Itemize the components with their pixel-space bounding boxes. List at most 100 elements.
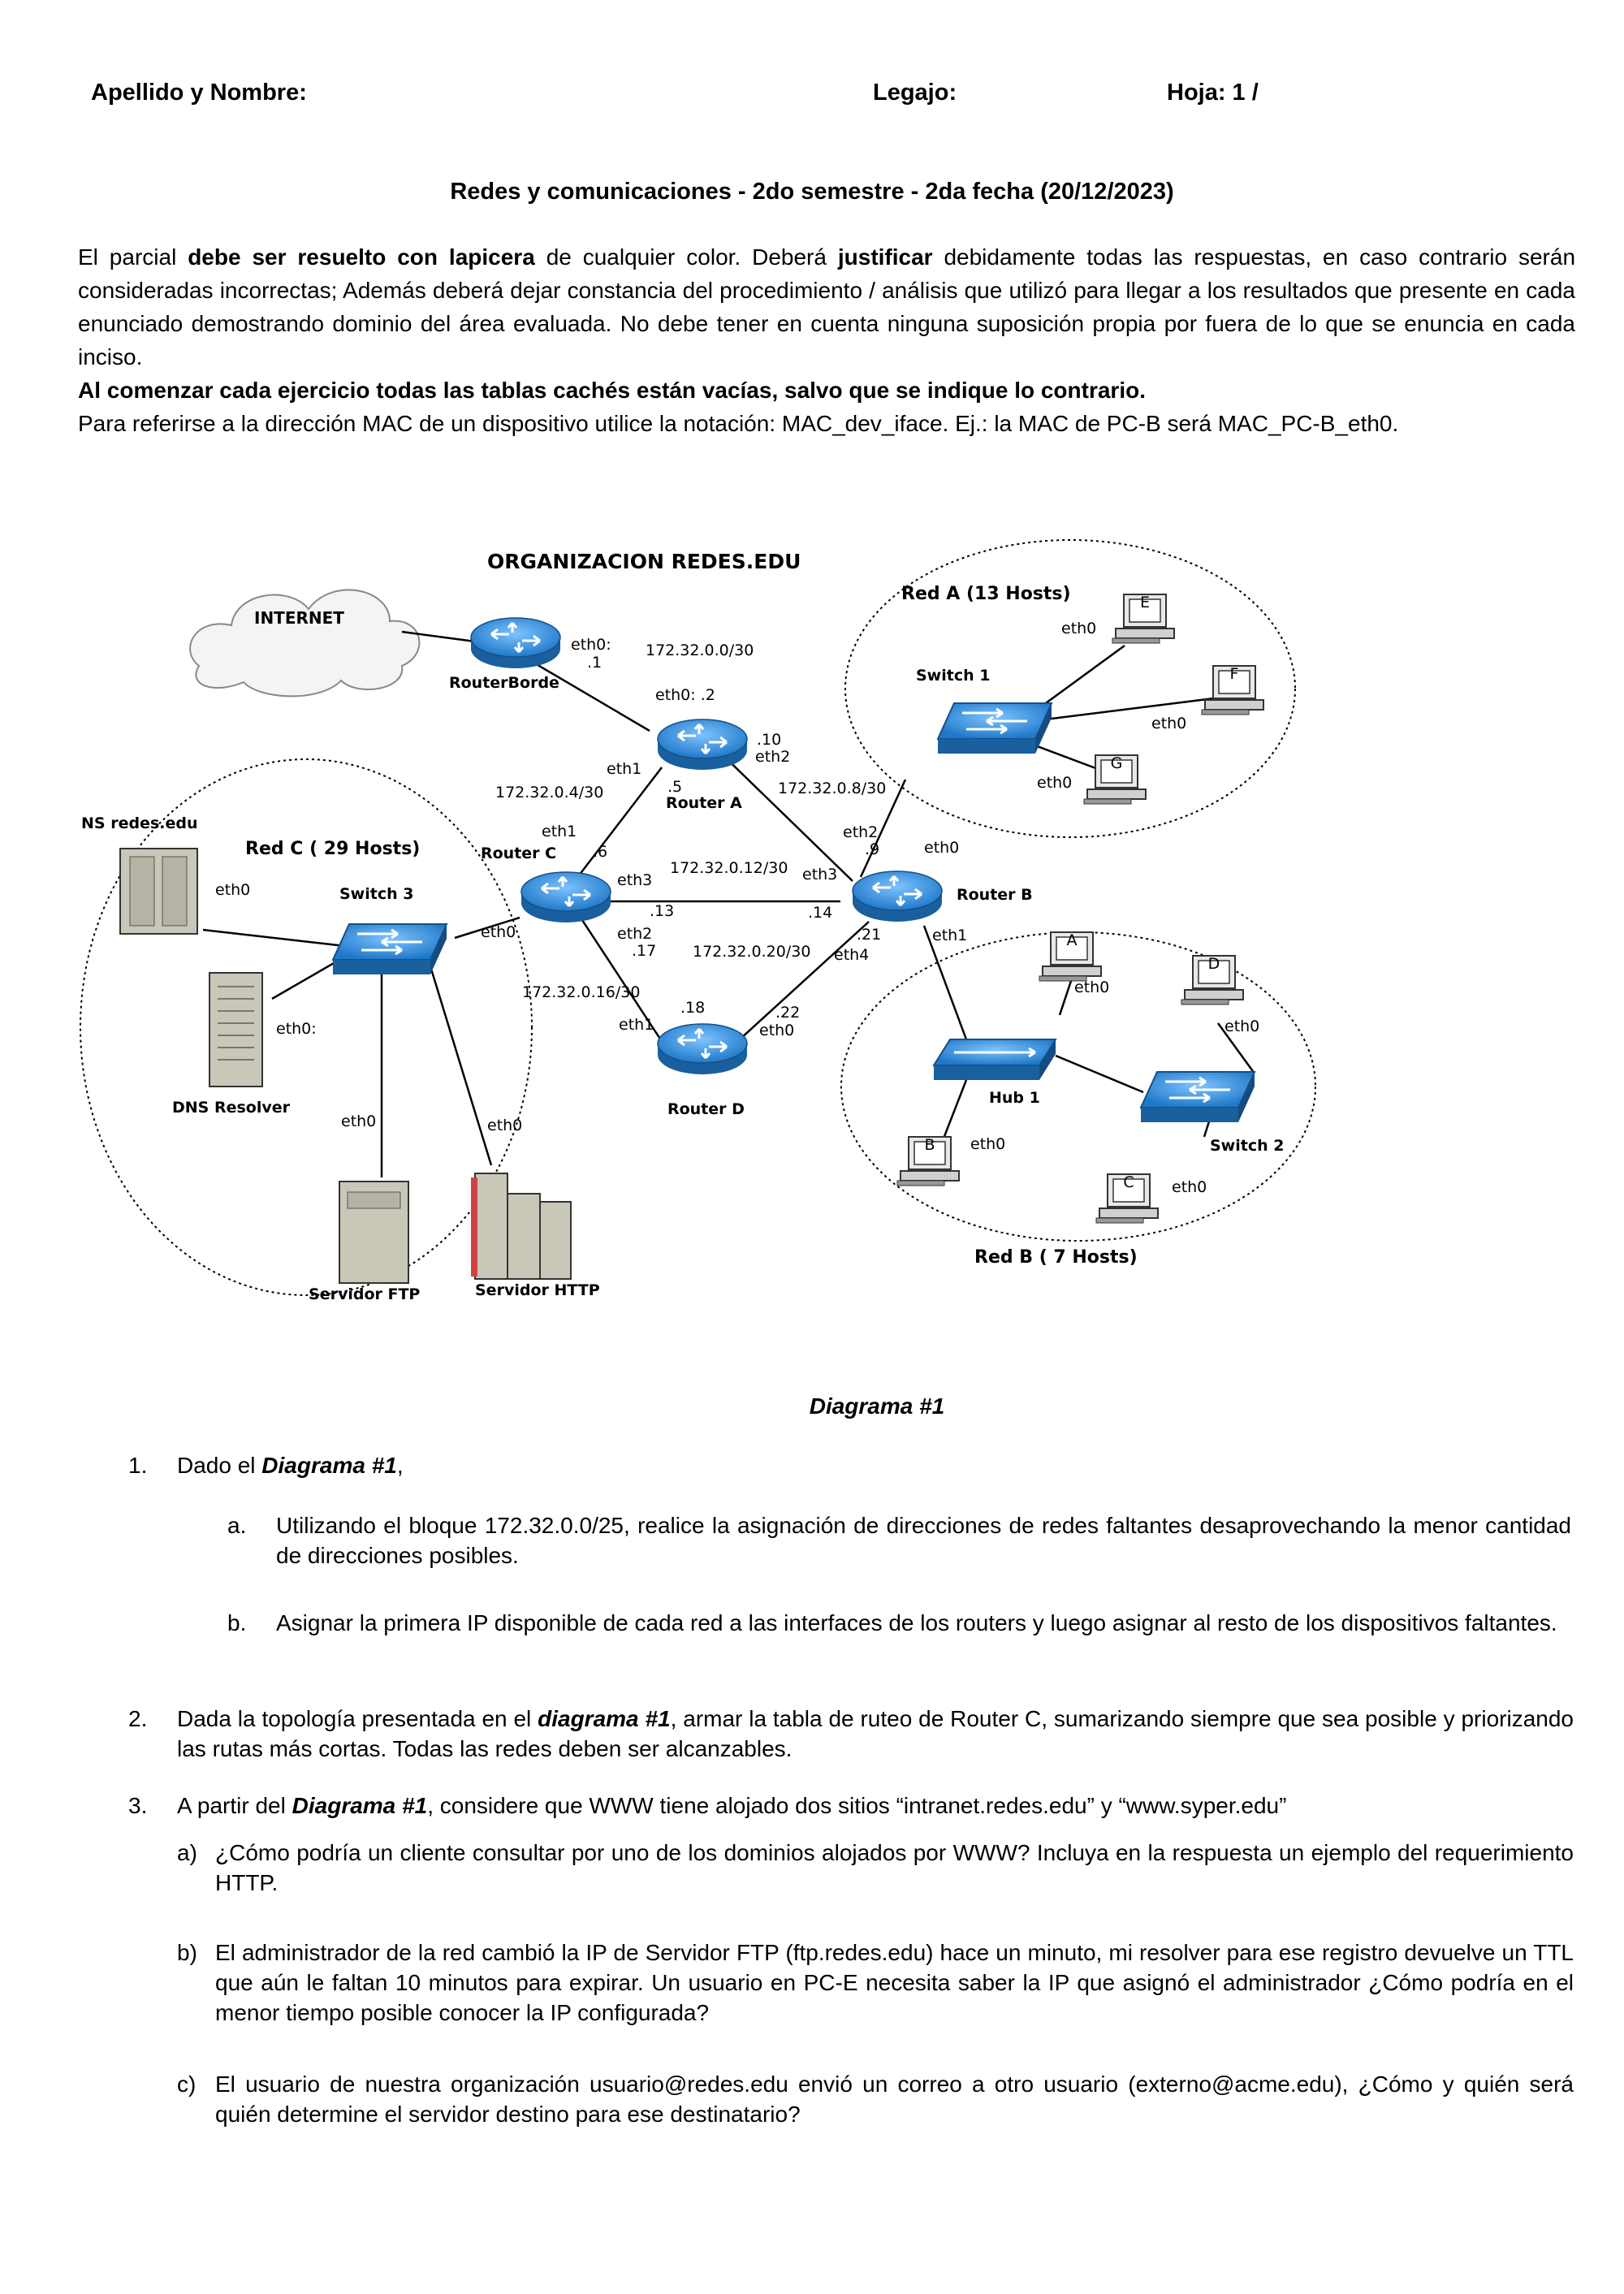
subquestion-text: El administrador de la red cambió la IP … xyxy=(215,1940,1574,2025)
exam-title: Redes y comunicaciones - 2do semestre - … xyxy=(450,179,1174,205)
red-b-boundary xyxy=(840,931,1316,1242)
svg-text:A: A xyxy=(1067,931,1078,949)
router-borde xyxy=(469,616,562,670)
http-label: Servidor HTTP xyxy=(475,1281,600,1299)
question-text: Dado el Diagrama #1, xyxy=(177,1450,1574,1480)
internet-label: INTERNET xyxy=(254,608,344,628)
text: , armar la tabla de ruteo de Router C, s… xyxy=(177,1706,1574,1761)
iface-label: eth0: xyxy=(571,636,611,654)
pc-e: E xyxy=(1112,594,1175,644)
text: de cualquier color. Deberá xyxy=(534,244,838,270)
legajo-label: Legajo: xyxy=(873,80,957,106)
svg-text:D: D xyxy=(1208,955,1220,973)
diagram-reference: diagrama #1 xyxy=(538,1706,671,1731)
question-text: Dada la topología presentada en el diagr… xyxy=(177,1704,1574,1764)
switch-3-label: Switch 3 xyxy=(339,885,413,903)
pc-d: D xyxy=(1181,955,1244,1005)
text: debidamente todas las respuestas, en cas… xyxy=(78,244,1576,369)
iface-label: eth1 xyxy=(619,1016,654,1034)
net-label: 172.32.0.16/30 xyxy=(522,983,640,1001)
iface-label: eth0 xyxy=(1074,979,1109,996)
iface-label: .21 xyxy=(857,926,881,944)
subquestion-label: b) xyxy=(177,1940,197,1965)
http-server-icon xyxy=(471,1173,572,1280)
router-b-label: Router B xyxy=(957,886,1033,904)
router-borde-label: RouterBorde xyxy=(449,674,559,692)
ns-server-icon xyxy=(119,848,198,935)
iface-label: eth0 xyxy=(924,839,959,857)
pc-c: C xyxy=(1095,1173,1159,1224)
net-label: 172.32.0.4/30 xyxy=(495,784,603,801)
iface-label: .5 xyxy=(667,778,682,796)
text: A partir del xyxy=(177,1793,292,1818)
emphasis: justificar xyxy=(837,244,933,270)
diagram-reference: Diagrama #1 xyxy=(261,1453,397,1478)
pc-g: G xyxy=(1083,754,1147,805)
switch-2 xyxy=(1139,1070,1256,1124)
iface-label: eth0 xyxy=(1151,715,1186,732)
network-diagram: E F G A B C D ORGANIZACION REDES.EDU INT… xyxy=(80,539,1316,1303)
iface-label: eth0 xyxy=(341,1112,376,1130)
iface-label: eth0 xyxy=(1172,1178,1207,1196)
emphasis: debe ser resuelto con lapicera xyxy=(188,244,535,270)
hoja-label: Hoja: 1 / xyxy=(1167,80,1259,106)
net-label: 172.32.0.20/30 xyxy=(693,943,810,961)
net-label: 172.32.0.12/30 xyxy=(670,859,788,877)
iface-label: .22 xyxy=(775,1004,800,1022)
question-number: 2. xyxy=(128,1706,148,1731)
svg-text:G: G xyxy=(1111,754,1123,772)
iface-label: eth0 xyxy=(970,1135,1005,1153)
iface-label: eth0 xyxy=(487,1117,522,1134)
diagram-title: ORGANIZACION REDES.EDU xyxy=(487,550,801,573)
hub-1-label: Hub 1 xyxy=(989,1089,1040,1107)
iface-label: .1 xyxy=(587,654,602,672)
iface-label: .13 xyxy=(650,902,674,920)
iface-label: eth4 xyxy=(834,946,869,964)
text: Dado el xyxy=(177,1453,262,1478)
switch-1 xyxy=(936,702,1053,755)
iface-label: eth0 xyxy=(481,923,516,941)
subquestion-label: a) xyxy=(177,1840,197,1865)
iface-label: eth1 xyxy=(932,927,967,944)
iface-label: eth1 xyxy=(607,760,641,778)
text: El parcial xyxy=(78,244,188,270)
router-d-label: Router D xyxy=(667,1100,745,1118)
iface-label: eth0 xyxy=(215,881,250,899)
svg-text:E: E xyxy=(1140,594,1150,611)
subquestion-label: c) xyxy=(177,2072,197,2097)
iface-label: eth3 xyxy=(802,866,837,883)
red-c-label: Red C ( 29 Hosts) xyxy=(245,839,420,859)
subquestion-text: Utilizando el bloque 172.32.0.0/25, real… xyxy=(276,1513,1571,1568)
router-c xyxy=(520,871,612,924)
ftp-label: Servidor FTP xyxy=(309,1285,420,1303)
iface-label: eth2 xyxy=(755,748,790,766)
diagram-reference: Diagrama #1 xyxy=(292,1793,428,1818)
pc-b: B xyxy=(896,1136,960,1186)
iface-label: .6 xyxy=(593,843,607,861)
text: , considere que WWW tiene alojado dos si… xyxy=(427,1793,1287,1818)
mac-notation-note: Para referirse a la dirección MAC de un … xyxy=(78,411,1399,436)
red-a-label: Red A (13 Hosts) xyxy=(901,584,1071,604)
net-label: 172.32.0.0/30 xyxy=(646,642,754,659)
diagram-caption: Diagrama #1 xyxy=(809,1393,945,1419)
cache-note: Al comenzar cada ejercicio todas las tab… xyxy=(78,378,1146,403)
switch-1-label: Switch 1 xyxy=(916,667,990,685)
iface-label: eth2 xyxy=(617,925,652,943)
iface-label: .9 xyxy=(865,840,879,858)
subquestion-text: ¿Cómo podría un cliente consultar por un… xyxy=(215,1840,1574,1895)
iface-label: eth0: .2 xyxy=(655,686,715,704)
svg-text:B: B xyxy=(924,1136,935,1154)
question-text: A partir del Diagrama #1, considere que … xyxy=(177,1791,1574,1821)
iface-label: .17 xyxy=(632,942,656,960)
iface-label: eth2 xyxy=(843,823,878,841)
subquestion-label: b. xyxy=(227,1610,247,1635)
dns-resolver-icon xyxy=(209,972,263,1087)
iface-label: .10 xyxy=(757,731,781,749)
internet-cloud xyxy=(189,589,421,698)
iface-label: eth0 xyxy=(1224,1017,1259,1035)
pc-a: A xyxy=(1039,931,1102,982)
name-label: Apellido y Nombre: xyxy=(91,80,307,106)
iface-label: eth0 xyxy=(1037,774,1072,792)
instructions-paragraph: El parcial debe ser resuelto con lapicer… xyxy=(78,240,1575,374)
switch-3 xyxy=(331,922,448,976)
